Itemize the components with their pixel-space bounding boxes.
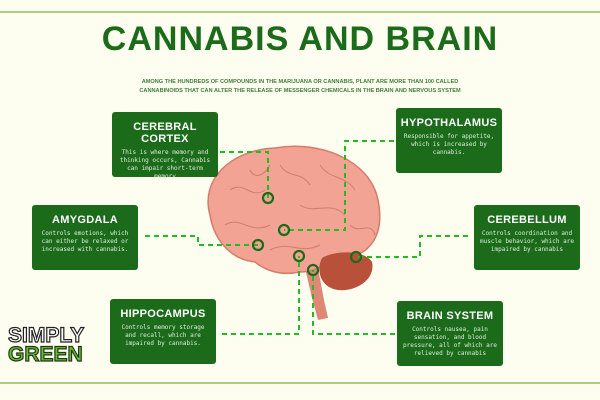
card-cerebral-cortex: CEREBRAL CORTEX This is where memory and … bbox=[112, 112, 218, 180]
subtitle-line: CANNABINOIDS THAT CAN ALTER THE RELEASE … bbox=[139, 88, 461, 94]
marker-hypothalamus bbox=[277, 223, 291, 237]
logo-line: GREEN bbox=[7, 343, 83, 366]
brain-folds bbox=[224, 164, 376, 251]
card-title: CEREBELLUM bbox=[487, 214, 567, 226]
connector-amygdala bbox=[145, 235, 258, 246]
brain-stem bbox=[305, 268, 328, 320]
subtitle: AMONG THE HUNDREDS OF COMPOUNDS IN THE M… bbox=[100, 78, 500, 96]
connector-cerebral-cortex bbox=[220, 151, 269, 198]
card-description: This is where memory and thinking occurs… bbox=[119, 149, 211, 180]
card-amygdala: AMYGDALA Controls emotions, which can eit… bbox=[32, 205, 138, 270]
connector-brain-system bbox=[312, 270, 395, 335]
card-description: Controls coordination and muscle behavio… bbox=[480, 230, 574, 253]
top-rule bbox=[0, 11, 600, 13]
card-description: Controls nausea, pain sensation, and blo… bbox=[403, 326, 497, 357]
bottom-rule bbox=[0, 382, 600, 384]
card-title: AMYGDALA bbox=[52, 214, 118, 226]
cerebrum bbox=[207, 145, 381, 274]
logo-line: SIMPLY bbox=[7, 324, 85, 347]
cerebellum bbox=[319, 252, 373, 291]
page-title: CANNABIS AND BRAIN bbox=[101, 20, 499, 58]
card-title: CEREBRAL CORTEX bbox=[133, 121, 197, 145]
card-title: BRAIN SYSTEM bbox=[406, 310, 494, 322]
connector-cerebellum bbox=[356, 235, 468, 258]
brain-illustration bbox=[207, 145, 381, 320]
card-hypothalamus: HYPOTHALAMUS Responsible for appetite, wh… bbox=[396, 108, 502, 173]
card-description: Controls emotions, which can either be r… bbox=[41, 230, 129, 253]
card-title: HIPPOCAMPUS bbox=[120, 308, 206, 320]
connector-lines bbox=[145, 140, 468, 335]
marker-brain-system bbox=[306, 263, 320, 277]
connector-hypothalamus bbox=[284, 140, 394, 231]
card-description: Responsible for appetite, which is incre… bbox=[403, 133, 495, 156]
card-hippocampus: HIPPOCAMPUS Controls memory storage and r… bbox=[110, 299, 216, 364]
marker-cerebellum bbox=[349, 250, 363, 264]
card-brain-system: BRAIN SYSTEM Controls nausea, pain sensat… bbox=[397, 301, 503, 366]
marker-hippocampus bbox=[292, 249, 306, 263]
card-cerebellum: CEREBELLUM Controls coordination and musc… bbox=[474, 205, 580, 270]
connector-hippocampus bbox=[222, 256, 300, 335]
card-description: Controls memory storage and recall, whic… bbox=[121, 324, 205, 347]
card-title: HYPOTHALAMUS bbox=[400, 117, 498, 129]
subtitle-line: AMONG THE HUNDREDS OF COMPOUNDS IN THE M… bbox=[141, 79, 459, 85]
marker-amygdala bbox=[251, 238, 265, 252]
marker-cerebral-cortex bbox=[261, 191, 275, 205]
